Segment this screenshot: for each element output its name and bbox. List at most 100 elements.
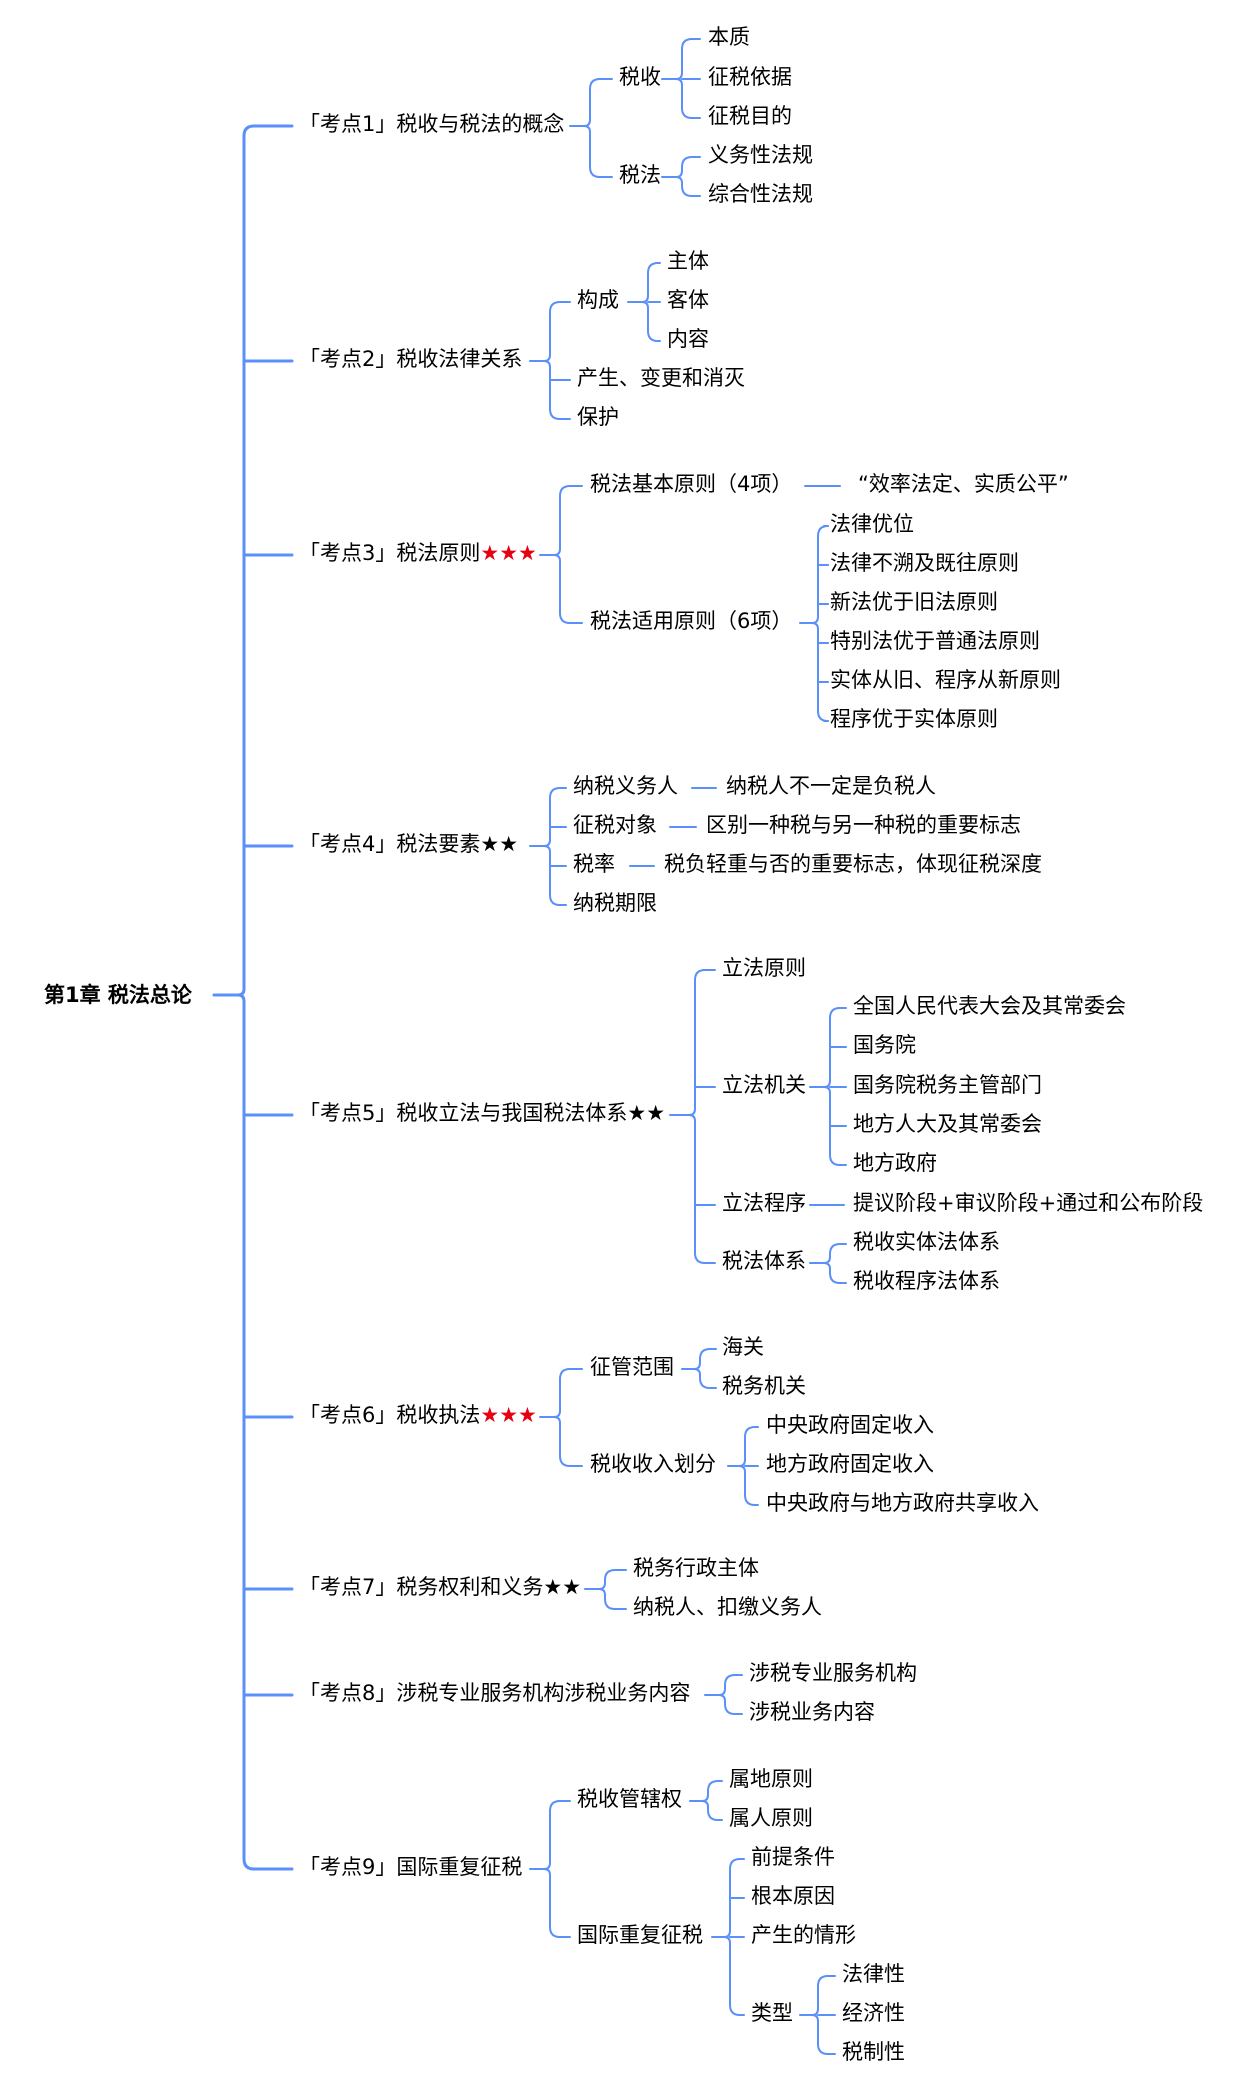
connector — [675, 156, 693, 178]
connector — [543, 301, 561, 362]
root-topic: 第1章 税法总论 — [44, 983, 192, 1007]
topic-5-organ-item-1: 国务院 — [853, 1033, 916, 1057]
connector — [738, 1426, 756, 1467]
connector — [553, 485, 571, 556]
connector — [236, 124, 256, 997]
connector — [543, 1868, 561, 1938]
topic-4-taxpayer: 纳税义务人 — [573, 774, 678, 798]
connector — [723, 1936, 741, 2016]
topic-1-shuishou-item-2: 征税目的 — [708, 104, 792, 128]
topic-6-scope-item-1: 税务机关 — [722, 1374, 806, 1398]
topic-3-apply-item-2: 新法优于旧法原则 — [830, 590, 998, 614]
topic-2-label: 「考点2」税收法律关系 — [299, 347, 523, 371]
connector — [811, 1975, 829, 2016]
topic-7-item-0: 税务行政主体 — [633, 1556, 759, 1580]
topic-3-apply-item-5: 程序优于实体原则 — [830, 707, 998, 731]
topic-9-label: 「考点9」国际重复征税 — [299, 1855, 523, 1879]
topic-7-stars: ★★ — [543, 1575, 582, 1599]
topic-3: 「考点3」税法原则★★★ — [299, 543, 537, 564]
topic-2-item-c: 保护 — [577, 405, 619, 429]
connector — [583, 78, 601, 127]
topic-4-rate-note: 税负轻重与否的重要标志，体现征税深度 — [664, 852, 1042, 876]
topic-4-object: 征税对象 — [573, 813, 657, 837]
topic-4-stars: ★★ — [480, 832, 519, 856]
connector — [553, 1416, 571, 1467]
topic-3-label: 「考点3」税法原则 — [299, 541, 481, 565]
connector — [701, 1780, 719, 1802]
connector — [718, 1674, 736, 1696]
topic-3-basic: 税法基本原则（4项） — [590, 472, 793, 496]
topic-9-jurisdiction-item-0: 属地原则 — [729, 1767, 813, 1791]
connector — [675, 38, 693, 80]
connector — [718, 1694, 736, 1715]
topic-9-type: 类型 — [751, 2001, 793, 2025]
topic-9-double-tax-item-0: 前提条件 — [751, 1845, 835, 1869]
topic-2-goucheng-item-0: 主体 — [667, 249, 709, 273]
topic-5-organ-item-0: 全国人民代表大会及其常委会 — [853, 994, 1126, 1018]
connector — [688, 969, 706, 1116]
topic-6-stars: ★★★ — [480, 1403, 537, 1427]
topic-9: 「考点9」国际重复征税 — [299, 1857, 522, 1878]
connector — [236, 993, 256, 1871]
connector — [701, 1800, 719, 1821]
connector — [543, 845, 561, 906]
connector — [693, 1368, 711, 1389]
connector — [823, 1086, 841, 1166]
connector — [598, 1588, 616, 1610]
topic-2-item-b: 产生、变更和消灭 — [577, 366, 745, 390]
topic-2-goucheng-item-2: 内容 — [667, 327, 709, 351]
topic-1-label: 「考点1」税收与税法的概念 — [299, 112, 565, 136]
topic-9-double-tax-item-1: 根本原因 — [751, 1884, 835, 1908]
topic-3-stars: ★★★ — [480, 541, 537, 565]
topic-9-double-tax: 国际重复征税 — [577, 1923, 703, 1947]
topic-5-organ-item-4: 地方政府 — [853, 1151, 937, 1175]
topic-1-shuifa-item-1: 综合性法规 — [708, 182, 813, 206]
connector — [553, 554, 571, 624]
topic-5-principle: 立法原则 — [722, 956, 806, 980]
connector — [723, 1858, 741, 1938]
topic-7-item-1: 纳税人、扣缴义务人 — [633, 1595, 822, 1619]
topic-5-system-item-1: 税收程序法体系 — [853, 1269, 1000, 1293]
topic-6-revenue-item-0: 中央政府固定收入 — [766, 1413, 934, 1437]
topic-1-shuishou-item-1: 征税依据 — [708, 65, 792, 89]
topic-5-system: 税法体系 — [722, 1249, 806, 1273]
connector — [823, 1262, 841, 1284]
topic-9-type-item-0: 法律性 — [842, 1962, 905, 1986]
topic-9-jurisdiction: 税收管辖权 — [577, 1787, 682, 1811]
topic-4-period: 纳税期限 — [573, 891, 657, 915]
connector — [675, 78, 693, 119]
topic-3-apply-item-1: 法律不溯及既往原则 — [830, 551, 1019, 575]
topic-6: 「考点6」税收执法★★★ — [299, 1405, 537, 1426]
topic-5-organ-item-3: 地方人大及其常委会 — [853, 1112, 1042, 1136]
topic-5-label: 「考点5」税收立法与我国税法体系 — [299, 1101, 628, 1125]
connector — [675, 176, 693, 197]
topic-6-revenue-item-2: 中央政府与地方政府共享收入 — [766, 1491, 1039, 1515]
topic-7-label: 「考点7」税务权利和义务 — [299, 1575, 544, 1599]
topic-5-stars: ★★ — [627, 1101, 666, 1125]
connector — [543, 787, 561, 847]
topic-2-goucheng-item-1: 客体 — [667, 288, 709, 312]
topic-5-procedure: 立法程序 — [722, 1191, 806, 1215]
connector — [738, 1465, 756, 1506]
topic-3-apply-item-4: 实体从旧、程序从新原则 — [830, 668, 1061, 692]
topic-5-system-item-0: 税收实体法体系 — [853, 1230, 1000, 1254]
topic-9-type-item-2: 税制性 — [842, 2040, 905, 2064]
topic-3-basic-note: “效率法定、实质公平” — [858, 472, 1069, 496]
connector — [811, 622, 829, 722]
topic-2: 「考点2」税收法律关系 — [299, 349, 522, 370]
topic-1-shuishou: 税收 — [619, 65, 661, 89]
topic-6-scope-item-0: 海关 — [722, 1335, 764, 1359]
topic-8-item-0: 涉税专业服务机构 — [749, 1661, 917, 1685]
connector — [811, 2014, 829, 2055]
topic-5-organ: 立法机关 — [722, 1073, 806, 1097]
topic-8: 「考点8」涉税专业服务机构涉税业务内容 — [299, 1683, 690, 1704]
connector — [688, 1114, 706, 1264]
topic-6-label: 「考点6」税收执法 — [299, 1403, 481, 1427]
topic-9-jurisdiction-item-1: 属人原则 — [729, 1806, 813, 1830]
topic-2-goucheng: 构成 — [577, 288, 619, 312]
topic-5: 「考点5」税收立法与我国税法体系★★ — [299, 1103, 665, 1124]
topic-4: 「考点4」税法要素★★ — [299, 834, 518, 855]
topic-6-scope: 征管范围 — [590, 1355, 674, 1379]
topic-6-revenue-item-1: 地方政府固定收入 — [766, 1452, 934, 1476]
